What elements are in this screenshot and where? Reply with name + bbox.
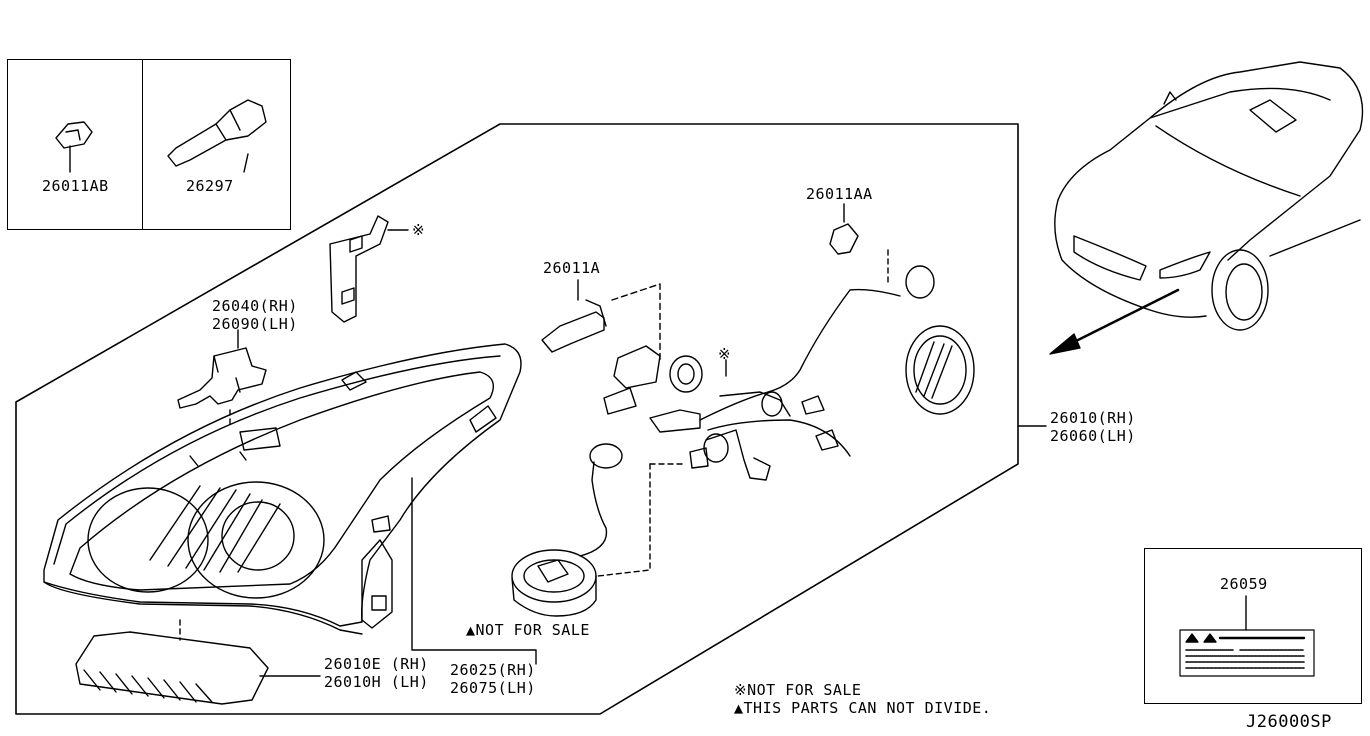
headlamp-housing-drawing xyxy=(43,343,522,635)
direction-arrow xyxy=(1049,288,1180,355)
bulb-26011ab-drawing xyxy=(55,121,93,149)
inset-frame-26059 xyxy=(1144,548,1362,704)
part-label-26040[interactable]: 26040(RH) xyxy=(212,297,298,315)
assembly-frame xyxy=(15,123,1019,715)
ballast-note: ▲NOT FOR SALE xyxy=(466,621,590,639)
bulb-26297-drawing xyxy=(167,99,267,167)
part-label-26011aa[interactable]: 26011AA xyxy=(806,185,873,203)
part-label-26059[interactable]: 26059 xyxy=(1220,575,1268,593)
part-label-26075[interactable]: 26075(LH) xyxy=(450,679,536,697)
legend-not-divide: ▲THIS PARTS CAN NOT DIVIDE. xyxy=(734,699,992,717)
part-label-26025[interactable]: 26025(RH) xyxy=(450,661,536,679)
leader-lines xyxy=(69,145,1247,677)
part-label-26011a[interactable]: 26011A xyxy=(543,259,601,277)
inset-frame-26011ab xyxy=(7,59,143,230)
part-label-26297[interactable]: 26297 xyxy=(186,177,234,195)
bulb-26011a-drawing xyxy=(541,279,661,363)
bulb-26011aa-drawing xyxy=(829,203,859,255)
not-for-sale-symbol: ※ xyxy=(412,221,426,239)
upper-bracket-drawing xyxy=(329,215,409,323)
cap-drawing xyxy=(905,325,975,415)
part-label-26060[interactable]: 26060(LH) xyxy=(1050,427,1136,445)
part-label-26010[interactable]: 26010(RH) xyxy=(1050,409,1136,427)
car-drawing xyxy=(1054,61,1364,331)
bracket-26040-drawing xyxy=(177,329,267,427)
caution-label-drawing xyxy=(1179,629,1315,677)
part-label-26011ab[interactable]: 26011AB xyxy=(42,177,109,195)
inset-frame-26297 xyxy=(142,59,291,230)
harness-drawing xyxy=(597,249,935,577)
side-lamp-drawing xyxy=(75,619,269,705)
part-label-26010h[interactable]: 26010H (LH) xyxy=(324,673,429,691)
diagram-code: J26000SP xyxy=(1246,712,1332,732)
legend-not-for-sale: ※NOT FOR SALE xyxy=(734,681,862,699)
ballast-drawing xyxy=(511,443,623,617)
part-label-26010e[interactable]: 26010E (RH) xyxy=(324,655,429,673)
wire-not-for-sale-symbol: ※ xyxy=(718,345,732,363)
part-label-26090[interactable]: 26090(LH) xyxy=(212,315,298,333)
